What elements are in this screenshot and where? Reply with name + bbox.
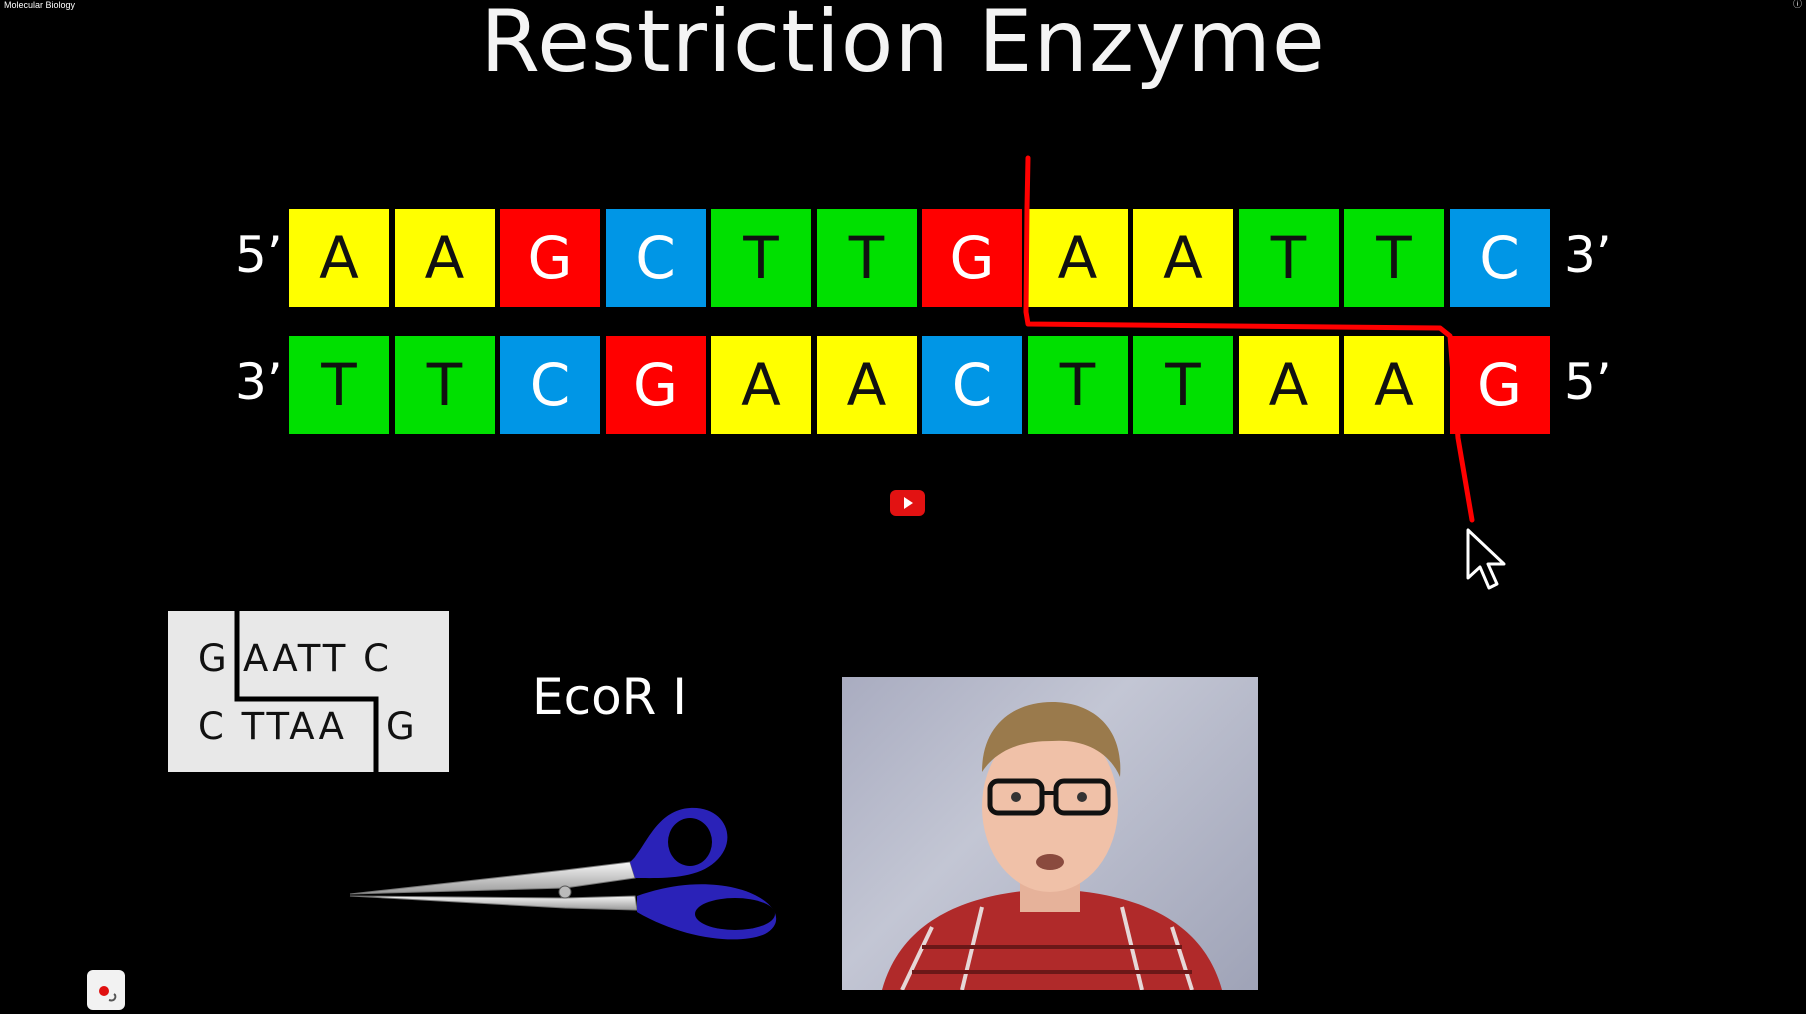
bottom-strand-base-8: T xyxy=(1133,336,1233,434)
bottom-strand-base-7: T xyxy=(1027,336,1128,434)
top-strand-base-4: T xyxy=(711,209,811,307)
mouse-pointer-icon xyxy=(1466,528,1508,596)
enzyme-name: EcoR I xyxy=(532,668,688,726)
site-bottom-left: C TTAA xyxy=(198,705,347,748)
record-icon xyxy=(99,986,117,1002)
bottom-strand-base-10: A xyxy=(1344,336,1444,434)
site-bottom-right: G xyxy=(386,705,418,748)
bottom-strand-base-11: G xyxy=(1449,336,1550,434)
bottom-strand-base-4: A xyxy=(711,336,811,434)
site-cut-line xyxy=(234,611,379,772)
top-strand-base-6: G xyxy=(922,209,1022,307)
site-top-left: G xyxy=(198,637,230,680)
presenter-video[interactable] xyxy=(842,677,1258,990)
bottom-strand-base-2: C xyxy=(500,336,600,434)
top-strand-base-2: G xyxy=(500,209,600,307)
site-top-right: AATT C xyxy=(243,637,392,680)
info-icon[interactable]: ⓘ xyxy=(1792,0,1802,10)
presenter-image xyxy=(882,702,1222,990)
top-strand-base-1: A xyxy=(394,209,495,307)
cut-path xyxy=(1023,155,1475,523)
video-top-bar: Molecular Biology ⓘ xyxy=(0,0,1806,14)
bottom-strand-base-0: T xyxy=(289,336,389,434)
play-icon xyxy=(903,497,913,509)
top-strand-base-0: A xyxy=(289,209,389,307)
bottom-strand-base-6: C xyxy=(922,336,1022,434)
top-strand-base-5: T xyxy=(816,209,917,307)
play-button[interactable] xyxy=(890,490,925,516)
top-strand-base-10: T xyxy=(1344,209,1444,307)
record-button[interactable] xyxy=(87,970,125,1010)
top-strand-base-9: T xyxy=(1238,209,1339,307)
top-strand-left-end: 5’ xyxy=(235,226,283,284)
bottom-strand-base-9: A xyxy=(1238,336,1339,434)
bottom-strand-base-3: G xyxy=(605,336,706,434)
slide-title: Restriction Enzyme xyxy=(480,0,1326,92)
top-strand-base-11: C xyxy=(1449,209,1550,307)
bottom-strand-base-5: A xyxy=(816,336,917,434)
top-strand-base-3: C xyxy=(605,209,706,307)
top-strand-base-7: A xyxy=(1027,209,1128,307)
top-strand-base-8: A xyxy=(1133,209,1233,307)
recognition-site-card: G AATT C C TTAA G xyxy=(168,611,449,772)
bottom-strand-left-end: 3’ xyxy=(235,353,283,411)
bottom-strand-base-1: T xyxy=(394,336,495,434)
scissors-icon xyxy=(345,800,795,954)
video-title[interactable]: Molecular Biology xyxy=(4,0,76,10)
bottom-strand-right-end: 5’ xyxy=(1564,353,1612,411)
top-strand-right-end: 3’ xyxy=(1564,226,1612,284)
